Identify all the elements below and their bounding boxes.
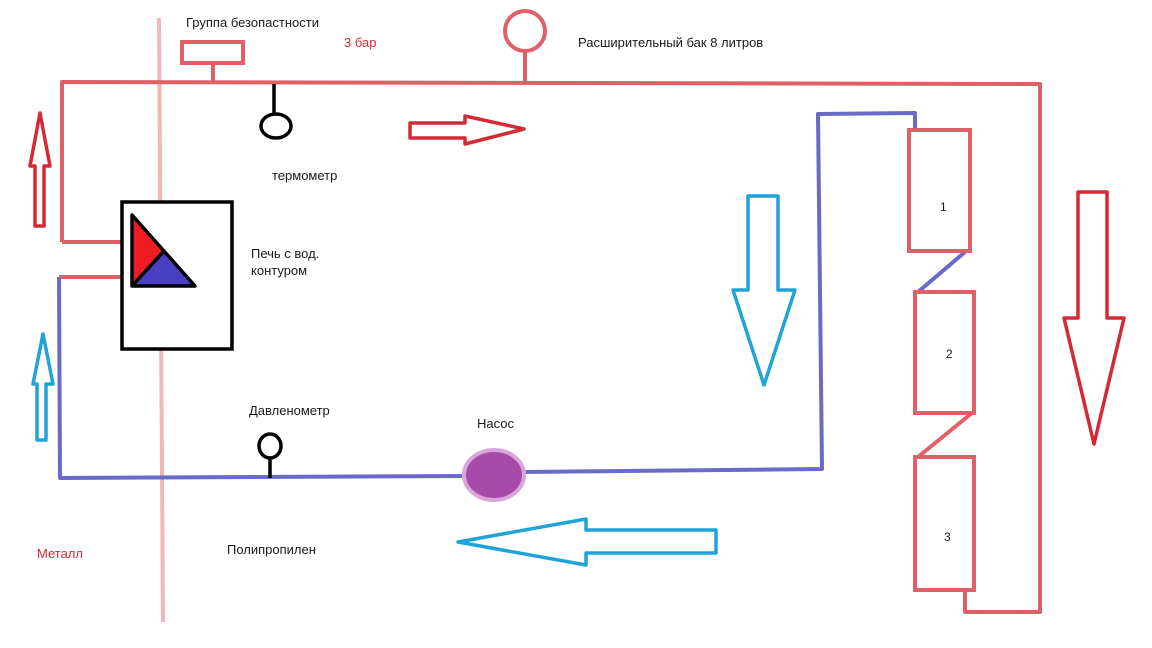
radiator-connector-1-2: [916, 250, 967, 294]
manometer-label: Давленометр: [249, 403, 330, 418]
expansion-tank-icon: [503, 9, 547, 53]
cold-return-pipe-to-radiators: [521, 111, 917, 474]
radiator-1: [907, 128, 972, 253]
flow-arrow-down-red: [1062, 190, 1126, 446]
polypropylene-label: Полипропилен: [227, 542, 316, 557]
safety-group-icon: [180, 40, 245, 65]
stove-heat-exchanger-outline: [130, 213, 197, 288]
radiator-2-label: 2: [946, 347, 953, 361]
pump-icon: [462, 448, 526, 502]
stove-heat-exchanger-divider: [130, 250, 165, 288]
stove-label-line2: контуром: [251, 263, 307, 278]
radiator-3-label: 3: [944, 530, 951, 544]
metal-label: Металл: [37, 546, 83, 561]
stove-label-line1: Печь с вод.: [251, 246, 319, 261]
flow-arrow-up-blue: [31, 332, 55, 442]
radiator-connector-2-3: [916, 411, 974, 459]
flow-arrow-down-blue: [731, 194, 797, 387]
stove-heat-exchanger-blue: [132, 252, 195, 286]
radiator-1-label: 1: [940, 200, 947, 214]
pump-label: Насос: [477, 416, 514, 431]
manometer-icon: [257, 432, 283, 460]
flow-arrow-left-blue: [456, 517, 718, 567]
safety-group-label: Группа безопастности: [186, 15, 319, 30]
pressure-label: 3 бар: [344, 35, 376, 50]
radiator-3: [913, 455, 976, 592]
hot-supply-pipe: [60, 80, 1042, 614]
radiator-2: [913, 290, 976, 415]
stove-heat-exchanger-red: [132, 215, 163, 286]
flow-arrow-right-red: [408, 114, 526, 146]
flow-arrow-up-red: [28, 111, 52, 228]
expansion-tank-label: Расширительный бак 8 литров: [578, 35, 763, 50]
thermometer-label: термометр: [272, 168, 337, 183]
cold-return-pipe: [57, 276, 471, 480]
thermometer-icon: [259, 112, 293, 140]
